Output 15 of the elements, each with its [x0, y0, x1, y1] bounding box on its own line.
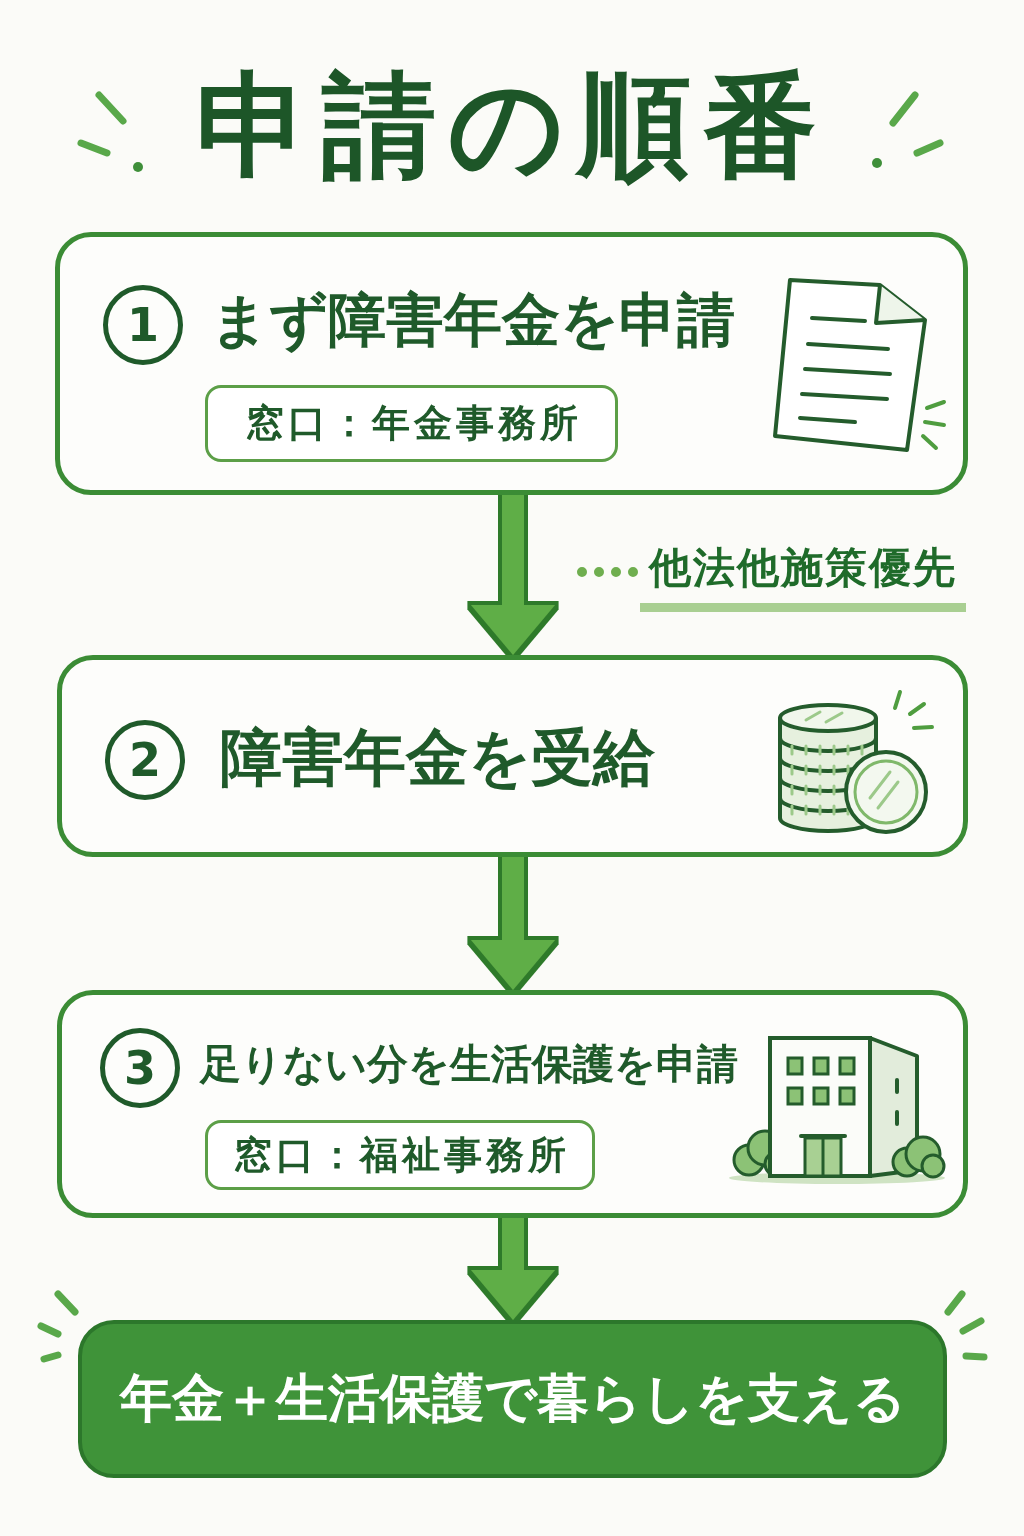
step-heading: 障害年金を受給	[220, 720, 655, 796]
step-number: 1	[103, 285, 183, 365]
step-card	[57, 655, 968, 857]
step-card	[55, 232, 968, 495]
step-number: 3	[100, 1028, 180, 1108]
title-text: 申請の順番	[195, 60, 829, 192]
arrow	[471, 857, 555, 990]
step-number: 2	[105, 720, 185, 800]
step-card	[57, 990, 968, 1218]
step-heading: まず障害年金を申請	[210, 286, 735, 356]
arrow	[471, 1218, 555, 1320]
summary-banner: 年金＋生活保護で暮らしを支える	[78, 1320, 947, 1478]
office-label: 窓口：福祉事務所	[205, 1120, 595, 1190]
office-label: 窓口：年金事務所	[205, 385, 618, 462]
step-heading: 足りない分を生活保護を申請	[200, 1040, 738, 1090]
